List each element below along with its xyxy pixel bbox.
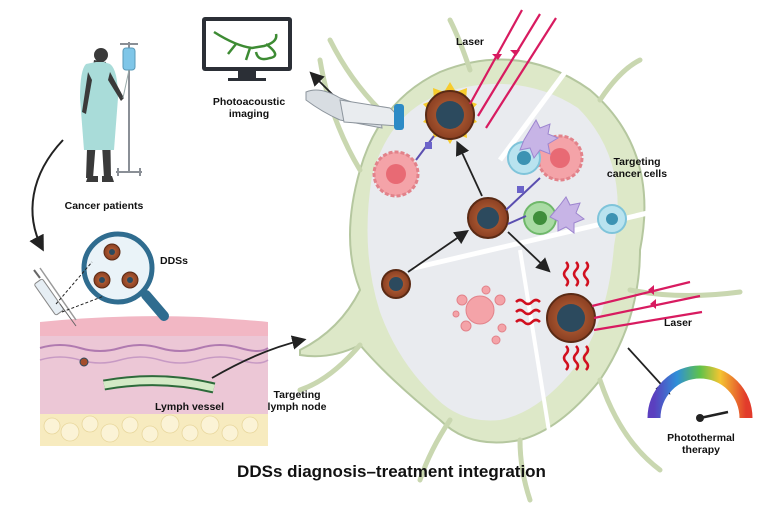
ultrasound-probe-icon [305,89,404,130]
label-laser-top: Laser [456,36,485,48]
label-laser-right: Laser [664,317,693,329]
label-targeting-cancer-line1: Targeting [613,156,661,168]
patient-icon [80,48,124,182]
cancer-cells [372,118,627,345]
label-photoacoustic-line2: imaging [228,108,270,120]
label-lymph-vessel: Lymph vessel [155,401,225,413]
label-cancer-patients: Cancer patients [64,200,144,212]
label-targeting-lymph-node-line2: lymph node [267,401,327,413]
label-targeting-lymph-node: Targeting lymph node [258,389,336,413]
label-photothermal-therapy: Photothermal therapy [660,432,742,456]
thermometer-gauge-icon [647,365,753,422]
skin-section [39,316,269,446]
label-ddss: DDSs [160,255,189,267]
nanoparticles [381,82,596,343]
syringe-icon [33,267,77,327]
label-photothermal-line1: Photothermal [667,432,735,444]
label-photoacoustic-imaging: Photoacoustic imaging [202,96,296,120]
heat-wave-icon [515,261,590,371]
label-targeting-cancer-line2: cancer cells [606,168,668,180]
label-photothermal-line2: therapy [682,444,720,456]
label-targeting-cancer-cells: Targeting cancer cells [596,156,678,180]
figure-title: DDSs diagnosis–treatment integration [237,462,546,481]
label-targeting-lymph-node-line1: Targeting [273,389,321,401]
lymph-node [297,17,743,503]
iv-drip-icon [116,42,142,176]
magnifier-icon [55,231,169,321]
arrow-patient-to-skin [29,139,64,252]
arrow-vessel-to-node [211,335,307,379]
label-photoacoustic-line1: Photoacoustic [212,96,286,108]
monitor-icon [202,17,292,81]
